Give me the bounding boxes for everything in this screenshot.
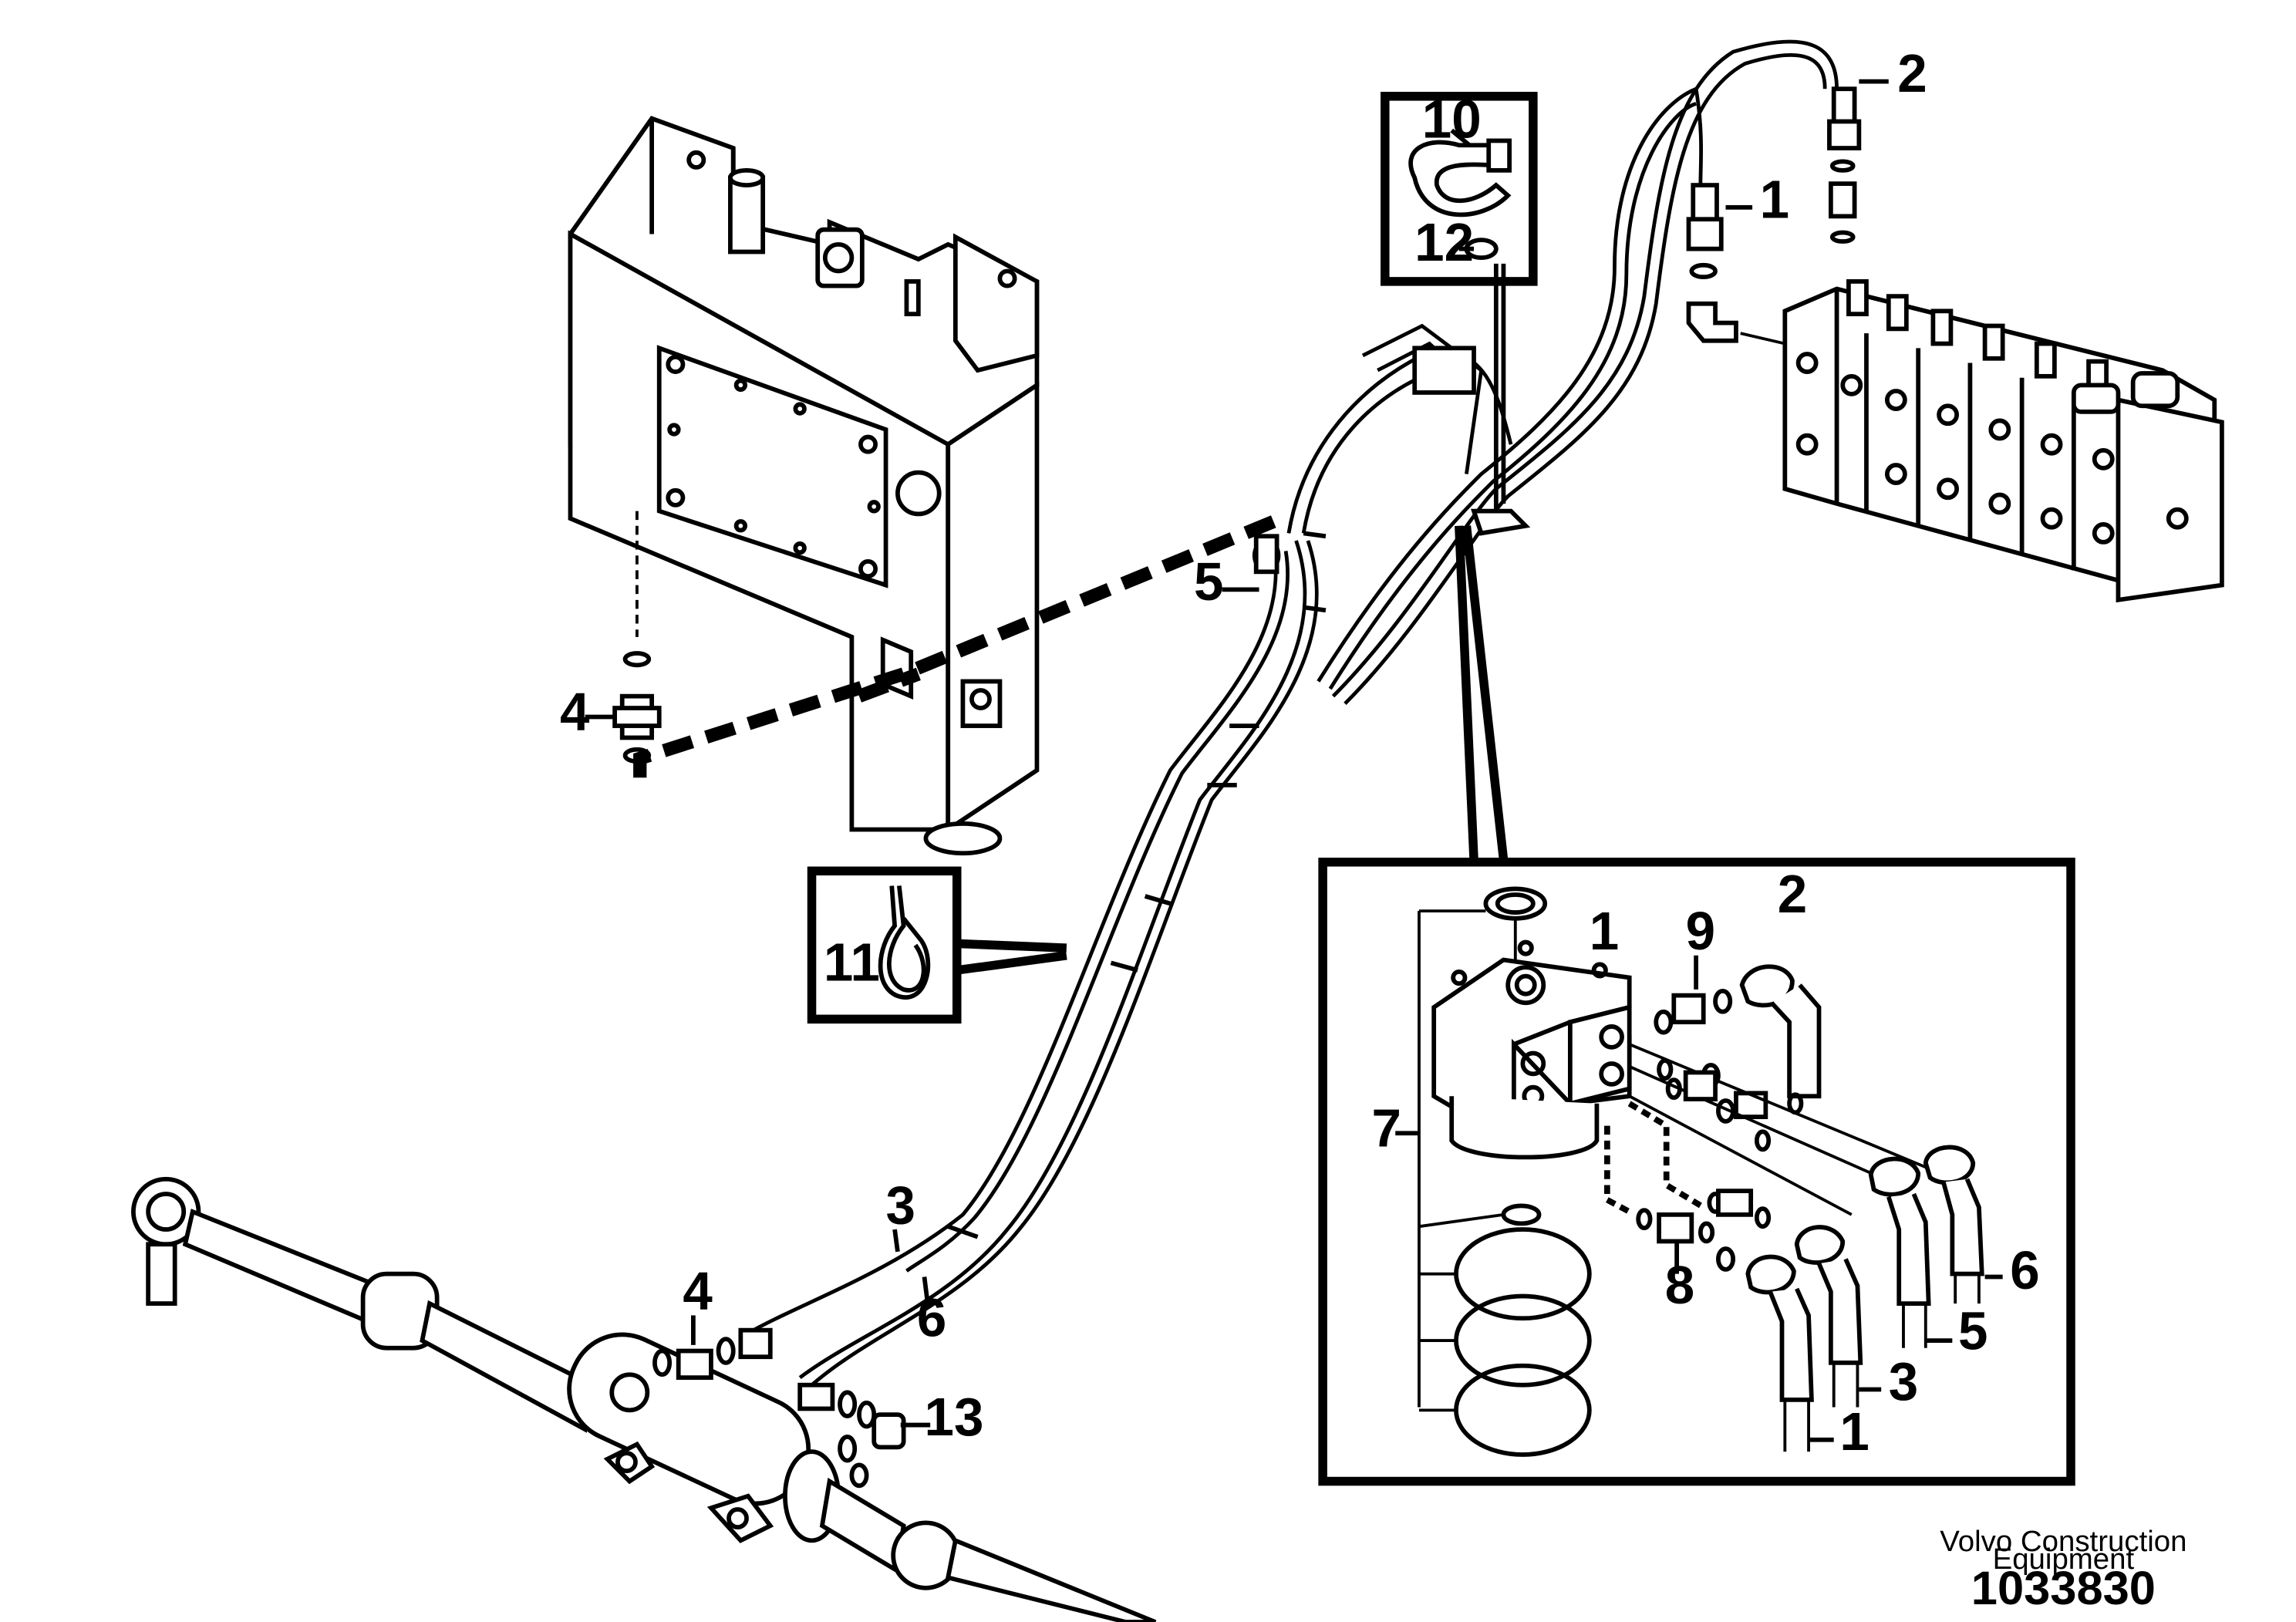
fitting-2-top <box>1827 79 1889 244</box>
footer-company-line2: Equipment <box>1993 1543 2135 1576</box>
drawing-number: 1033830 <box>1971 1562 2156 1615</box>
fitting-4-left <box>585 651 662 764</box>
callout-13: 13 <box>924 1387 983 1447</box>
callout-3-bottom: 3 <box>886 1175 915 1235</box>
detail-fittings <box>1604 955 2003 1452</box>
detail-leader-lines <box>1455 525 1509 860</box>
callout-5-detail: 5 <box>1958 1301 1988 1361</box>
cable-tie-11 <box>878 885 931 1000</box>
hose-clip <box>1471 508 1531 536</box>
callout-1-top: 1 <box>1760 169 1789 229</box>
callout-3-detail: 3 <box>1889 1351 1918 1411</box>
callout-2-top: 2 <box>1897 43 1927 103</box>
fitting-4-bottom <box>652 1315 773 1380</box>
steering-cylinder <box>131 1176 1157 1622</box>
clamp-10-12 <box>1408 128 1512 261</box>
callout-2-detail: 2 <box>1778 864 1807 924</box>
fitting-1-top <box>1686 183 1785 346</box>
control-valve-block <box>1782 279 2224 603</box>
hose-bundle <box>747 39 1839 1387</box>
fitting-13 <box>797 1382 931 1489</box>
callout-4-bottom: 4 <box>683 1261 713 1321</box>
callout-6-bottom: 6 <box>917 1287 946 1347</box>
callout-5-left: 5 <box>1194 551 1223 612</box>
callout-1-detail-bottom: 1 <box>1839 1401 1869 1462</box>
callout-12: 12 <box>1414 212 1474 272</box>
callout-8: 8 <box>1665 1255 1694 1315</box>
callout-7: 7 <box>1372 1098 1401 1158</box>
callout-4-left: 4 <box>560 682 590 742</box>
callout-6-detail: 6 <box>2010 1240 2039 1300</box>
hydraulic-tank <box>568 116 1040 856</box>
callout-1-detail: 1 <box>1590 901 1619 961</box>
callout-11: 11 <box>824 932 880 992</box>
callout-10: 10 <box>1422 89 1482 150</box>
detail-box-clamp <box>1381 92 1538 286</box>
footer-company-line1: Volvo Construction <box>1940 1525 2186 1558</box>
steering-unit <box>1395 886 1632 1457</box>
detail-box-steering-unit <box>1318 857 2075 1486</box>
callout-9: 9 <box>1686 901 1715 961</box>
